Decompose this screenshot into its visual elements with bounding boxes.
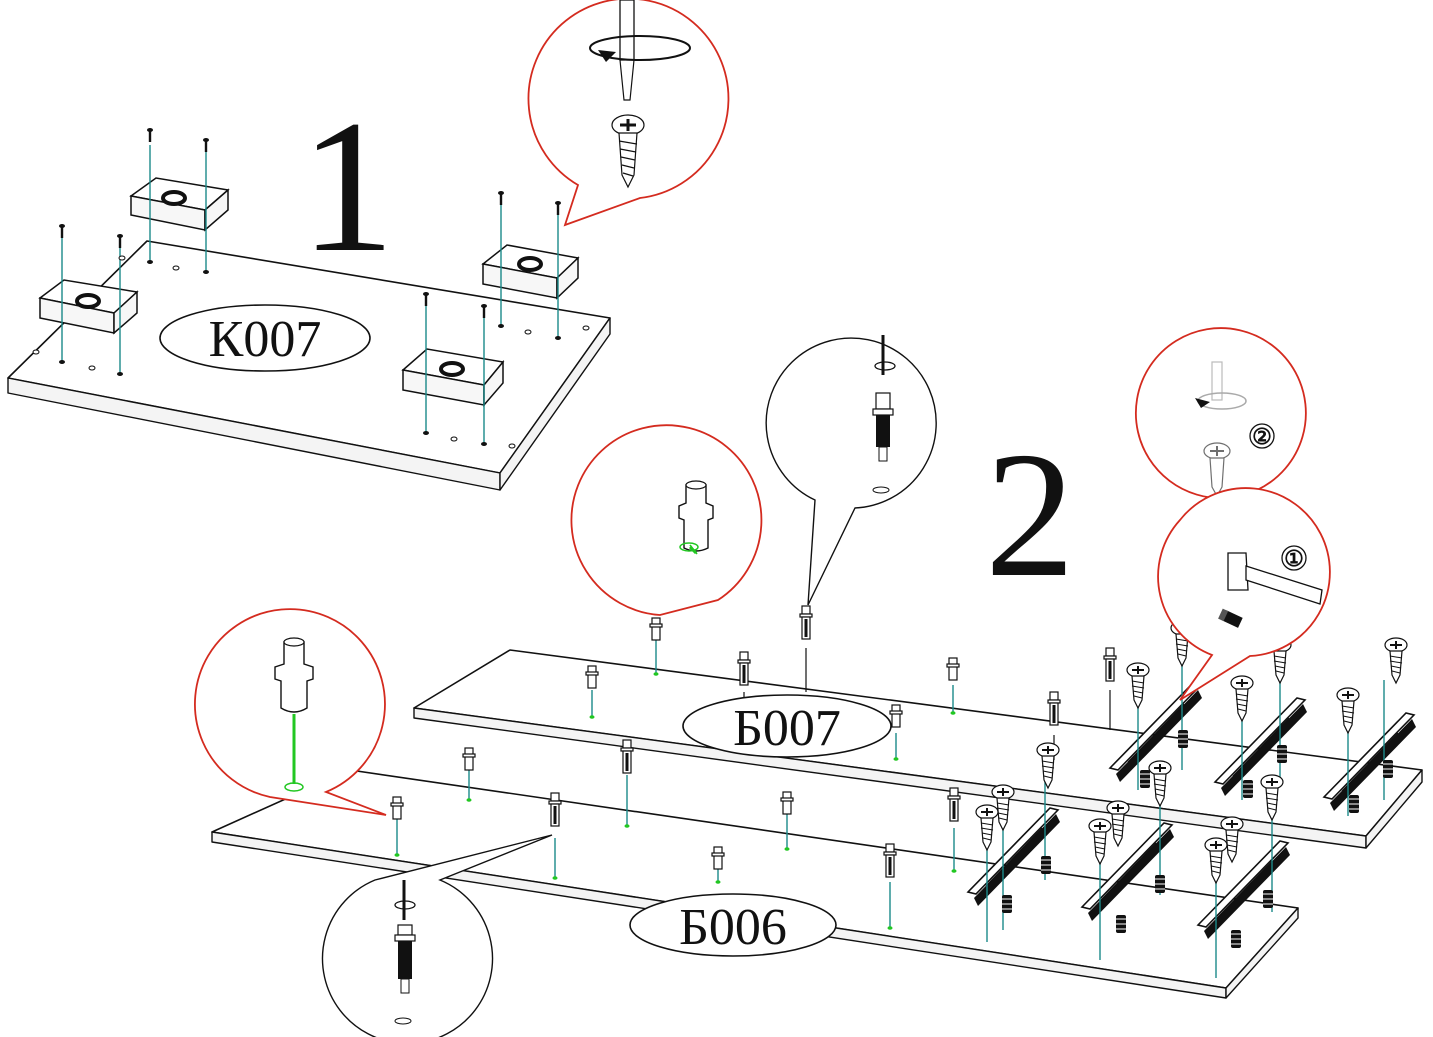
cam-bolt-icon bbox=[882, 842, 898, 879]
euro-screw-icon bbox=[1348, 794, 1360, 814]
euro-screw-icon bbox=[1040, 855, 1052, 875]
euro-screw-icon bbox=[1115, 914, 1127, 934]
runner-set-b007 bbox=[1109, 620, 1417, 816]
cam-bolt-icon bbox=[1046, 690, 1062, 727]
screw-icon bbox=[496, 189, 506, 207]
dowel-icon bbox=[946, 657, 960, 681]
euro-screw-icon bbox=[1126, 662, 1150, 709]
part-label-b007: Б007 bbox=[682, 694, 892, 758]
screwdriver-icon bbox=[1195, 361, 1247, 410]
cam-bolt-icon bbox=[394, 924, 416, 1025]
mounting-block bbox=[38, 279, 139, 335]
step-1-group: 1 bbox=[7, 0, 730, 491]
dowel-icon bbox=[711, 846, 725, 870]
euro-screw-icon bbox=[1242, 779, 1254, 799]
step-circle-2: ② bbox=[1252, 424, 1272, 449]
screwdriver-icon bbox=[589, 0, 691, 101]
cam-bolt-icon bbox=[1102, 646, 1118, 683]
dowel-icon bbox=[274, 637, 314, 792]
part-label-b006: Б006 bbox=[629, 893, 837, 957]
panel-holes bbox=[32, 255, 590, 449]
euro-screw-icon bbox=[1204, 837, 1228, 884]
euro-screw-icon bbox=[1154, 874, 1166, 894]
euro-screw-icon bbox=[1177, 729, 1189, 749]
cam-bolt-icon bbox=[547, 791, 563, 828]
part-label-k007: К007 bbox=[159, 304, 371, 372]
screw-icon bbox=[57, 222, 67, 240]
euro-screw-icon bbox=[1336, 687, 1360, 734]
panel-b007 bbox=[413, 649, 1423, 849]
dowel-icon bbox=[462, 747, 476, 771]
screw-icon bbox=[611, 114, 645, 189]
step-number-1: 1 bbox=[300, 82, 395, 292]
dowel-icon bbox=[649, 617, 663, 641]
cam-bolt-icon bbox=[798, 604, 814, 641]
dowel-icon bbox=[678, 480, 714, 555]
euro-screw-icon bbox=[1382, 759, 1394, 779]
step-2-group: 2 bbox=[194, 327, 1423, 1037]
step-circle-1: ① bbox=[1284, 546, 1304, 571]
step-number-2: 2 bbox=[985, 415, 1075, 614]
callout-dowel-upper bbox=[570, 424, 763, 616]
part-label-text: Б006 bbox=[679, 899, 787, 956]
callout-screw-step: ② bbox=[1135, 327, 1307, 499]
screw-icon bbox=[201, 136, 211, 154]
euro-screw-icon bbox=[1262, 889, 1274, 909]
screw-icon bbox=[553, 199, 563, 217]
dowel-icon bbox=[585, 665, 599, 689]
screw-icon bbox=[145, 126, 155, 144]
part-label-text: К007 bbox=[209, 311, 322, 368]
dowel-guides-b006 bbox=[390, 738, 962, 930]
screw-guides bbox=[57, 126, 563, 444]
euro-screw-icon bbox=[1088, 818, 1112, 865]
cam-bolt-icon bbox=[619, 738, 635, 775]
cam-bolt-icon bbox=[872, 392, 894, 494]
callout-dowel-lower bbox=[194, 608, 387, 816]
euro-screw-icon bbox=[1384, 637, 1408, 684]
euro-screw-icon bbox=[1230, 929, 1242, 949]
screwdriver-icon bbox=[874, 335, 896, 375]
hammer-icon bbox=[1227, 552, 1323, 605]
cam-bolt-icon bbox=[736, 650, 752, 687]
screwdriver-icon bbox=[394, 880, 416, 920]
callout-screwdriver bbox=[527, 0, 730, 227]
callout-cam-bolt-upper bbox=[765, 335, 937, 606]
mounting-block bbox=[129, 177, 230, 232]
euro-screw-icon bbox=[1220, 816, 1244, 863]
callout-hammer-step: ① bbox=[1157, 487, 1331, 701]
dowel-icon bbox=[780, 791, 794, 815]
cam-bolt-icon bbox=[946, 786, 962, 823]
euro-screw-icon bbox=[1001, 894, 1013, 914]
dowel-guides-b007 bbox=[585, 604, 1118, 761]
screw-icon bbox=[115, 232, 125, 250]
euro-screw-icon bbox=[1230, 675, 1254, 722]
dowel-icon bbox=[889, 704, 903, 728]
euro-screw-icon bbox=[1139, 769, 1151, 789]
dowel-icon bbox=[390, 796, 404, 820]
runner-set-b006 bbox=[967, 742, 1291, 978]
euro-screw-icon bbox=[1218, 608, 1243, 628]
part-label-text: Б007 bbox=[733, 700, 841, 757]
mounting-block bbox=[401, 348, 505, 408]
euro-screw-icon bbox=[975, 804, 999, 851]
mounting-block bbox=[481, 244, 580, 300]
callout-cam-bolt-lower bbox=[321, 834, 553, 1037]
euro-screw-icon bbox=[1276, 744, 1288, 764]
